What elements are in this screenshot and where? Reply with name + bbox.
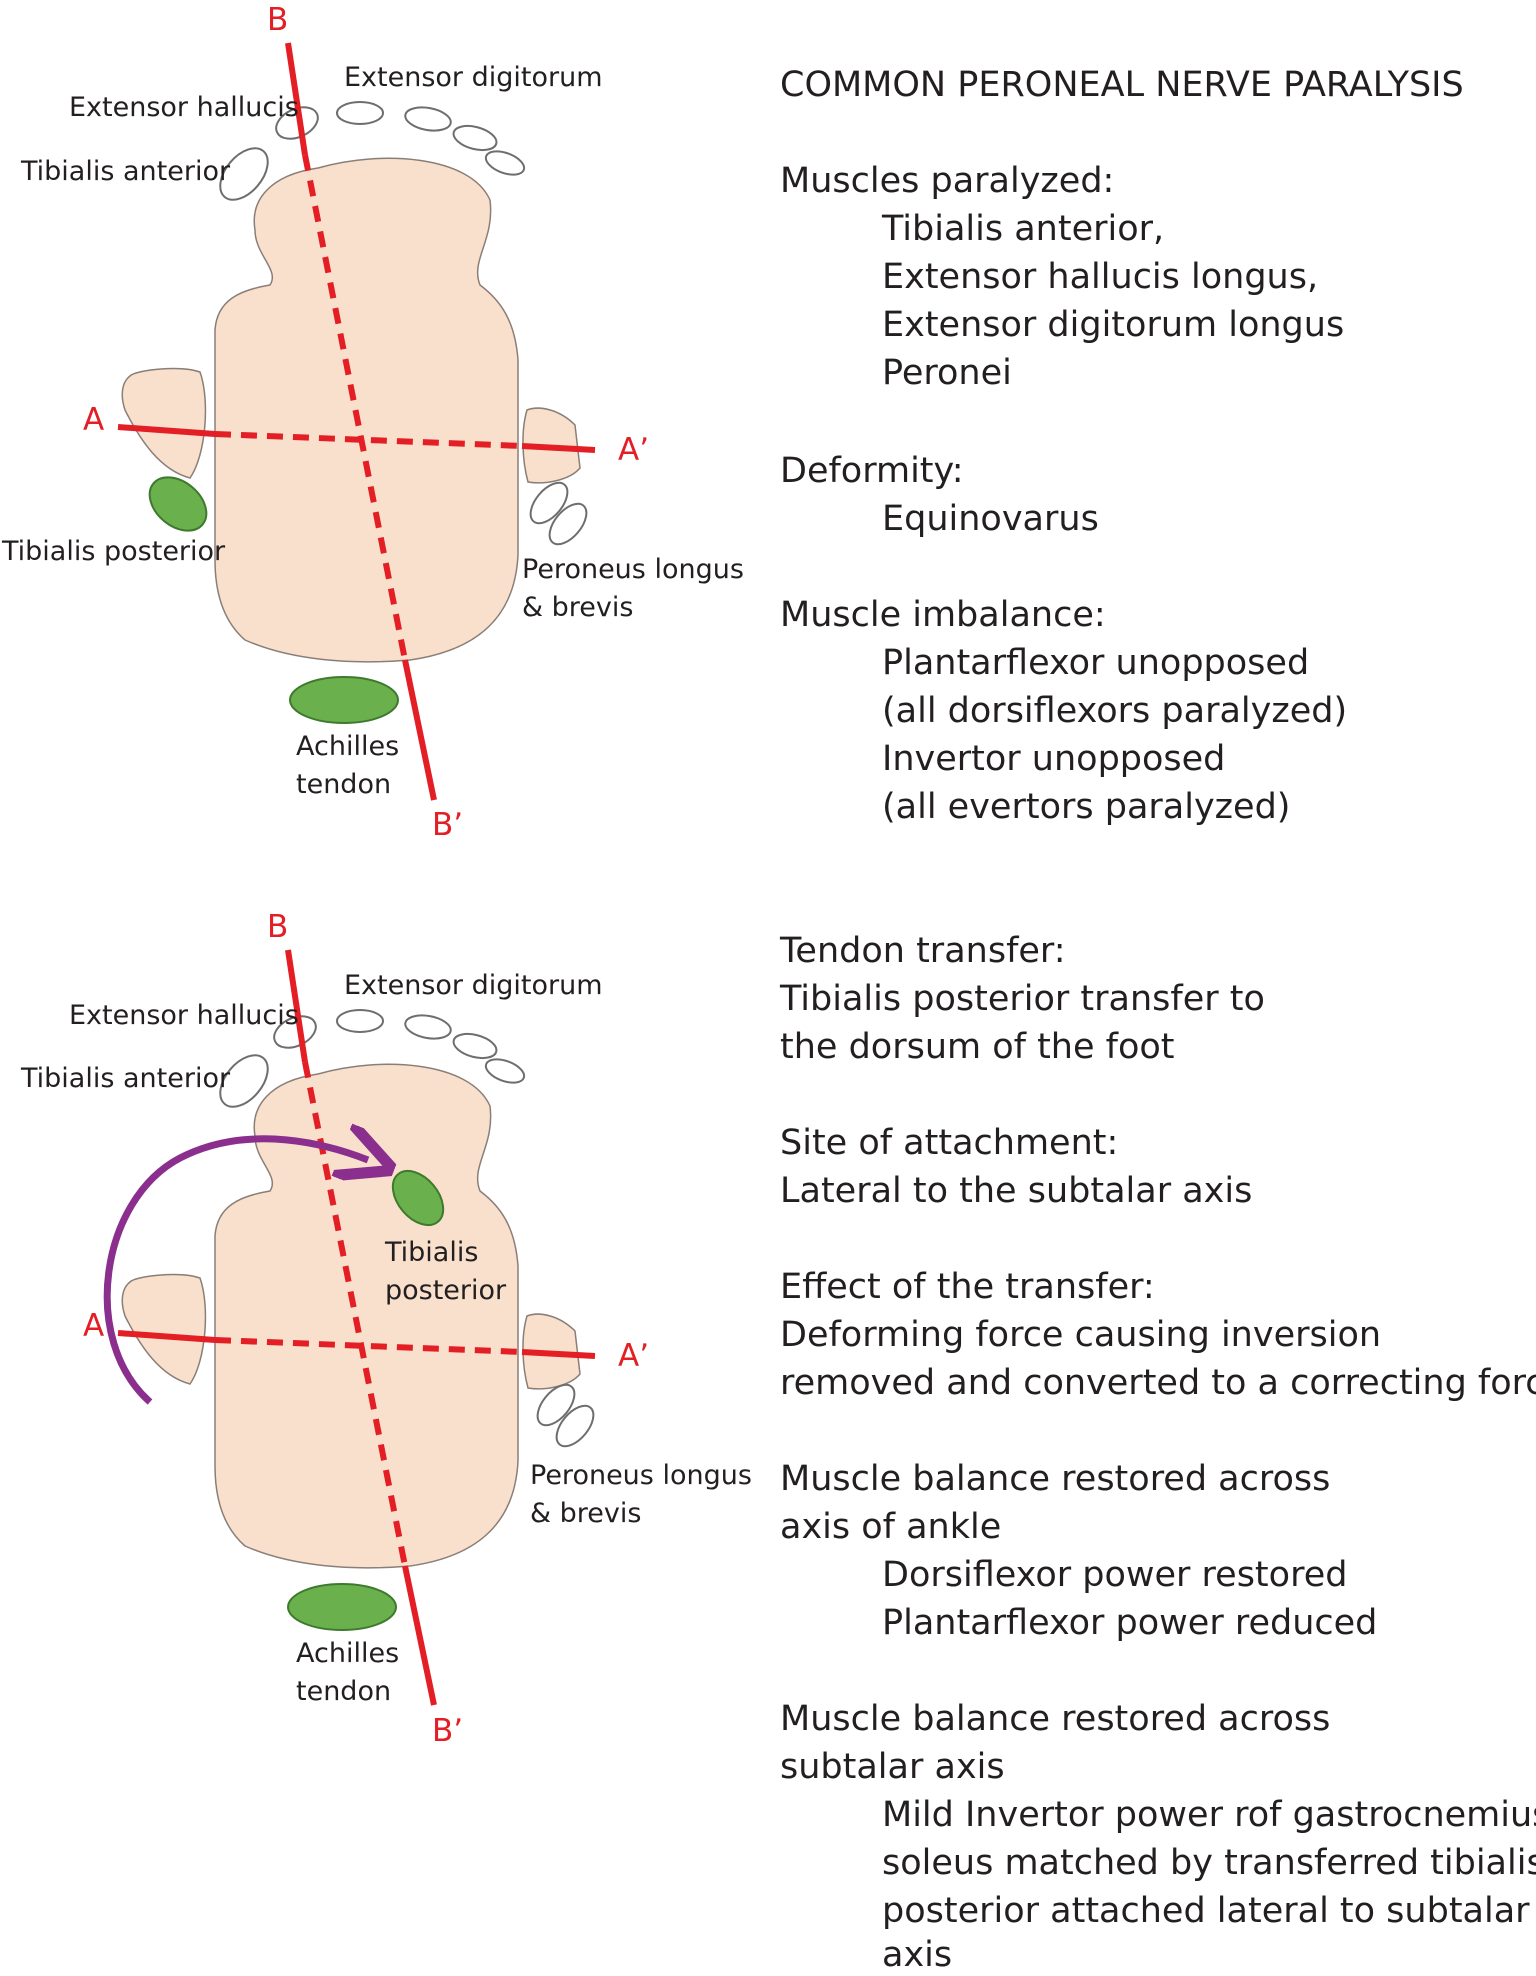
top-foot-cross-section: [121, 157, 581, 663]
axis-a-label: A: [83, 1308, 104, 1344]
achilles-label: Achilles: [296, 731, 399, 762]
axis-b-prime-label: B’: [432, 807, 463, 843]
transfer-line: Tibialis posterior transfer to: [779, 979, 1265, 1019]
extensor-hallucis-label: Extensor hallucis: [69, 92, 299, 123]
extensor-digitorum-tendon: [336, 101, 384, 125]
transfer-heading: Tendon transfer:: [779, 931, 1066, 971]
muscle-item: Peronei: [882, 353, 1012, 393]
subtalar-item: Mild Invertor power rof gastrocnemius-: [882, 1795, 1536, 1835]
medial-malleolus: [121, 1273, 207, 1385]
peroneus-brevis-tendon: [548, 502, 588, 546]
achilles-label: tendon: [296, 769, 391, 800]
subtalar-item: axis: [882, 1935, 952, 1975]
extensor-digitorum-tendon: [484, 150, 526, 176]
effect-line: Deforming force causing inversion: [780, 1315, 1381, 1355]
axis-a-label: A: [83, 402, 104, 438]
subtalar-item: soleus matched by transferred tibialis: [882, 1843, 1536, 1883]
transfer-arrow: [103, 1139, 368, 1405]
peroneus-longus-tendon: [529, 481, 569, 525]
effect-heading: Effect of the transfer:: [780, 1267, 1155, 1307]
tibialis-anterior-tendon: [219, 1054, 269, 1108]
achilles-tendon: [287, 1583, 397, 1631]
extensor-digitorum-tendon: [404, 1014, 452, 1040]
bottom-tendons: [219, 1009, 595, 1631]
muscle-item: Extensor digitorum longus: [882, 305, 1344, 345]
imbalance-item: Invertor unopposed: [882, 739, 1225, 779]
top-axes: [117, 42, 596, 801]
effect-line: removed and converted to a correcting fo…: [780, 1363, 1536, 1403]
tibialis-anterior-label: Tibialis anterior: [20, 156, 231, 187]
axis-a-line: [521, 443, 596, 453]
ankle-item: Dorsiflexor power restored: [882, 1555, 1347, 1595]
extensor-digitorum-tendon: [452, 124, 498, 152]
site-line: Lateral to the subtalar axis: [780, 1171, 1252, 1211]
extensor-digitorum-label: Extensor digitorum: [344, 970, 603, 1001]
muscle-item: Extensor hallucis longus,: [882, 257, 1318, 297]
bottom-description: Tendon transfer: Tibialis posterior tran…: [779, 931, 1536, 1975]
medial-malleolus: [121, 367, 207, 479]
tibialis-anterior-tendon: [219, 147, 269, 201]
muscles-heading: Muscles paralyzed:: [780, 161, 1114, 201]
axis-a-line: [117, 424, 216, 437]
peroneus-label: Peroneus longus: [530, 1460, 752, 1491]
imbalance-heading: Muscle imbalance:: [780, 595, 1106, 635]
subtalar-item: posterior attached lateral to subtalar: [882, 1891, 1530, 1931]
ankle-heading: axis of ankle: [780, 1507, 1001, 1547]
axis-b-line: [285, 949, 308, 1063]
tibialis-posterior-tendon: [148, 476, 208, 532]
transfer-line: the dorsum of the foot: [780, 1027, 1175, 1067]
axis-a-line: [521, 1349, 596, 1359]
axis-b-line: [302, 154, 408, 661]
axis-a-prime-label: A’: [618, 1338, 649, 1374]
leg-cross-section: [214, 1063, 519, 1569]
axis-b-line: [285, 42, 308, 156]
axis-b-prime-label: B’: [432, 1713, 463, 1749]
ankle-item: Plantarflexor power reduced: [882, 1603, 1377, 1643]
extensor-digitorum-label: Extensor digitorum: [344, 62, 603, 93]
bottom-panel: B B’ A A’ Extensor digitorum Extensor ha…: [20, 909, 1536, 1975]
bottom-labels: B B’ A A’ Extensor digitorum Extensor ha…: [20, 909, 752, 1749]
peroneus-label: Peroneus longus: [522, 554, 744, 585]
axis-b-label: B: [267, 2, 288, 38]
subtalar-heading: subtalar axis: [780, 1747, 1005, 1787]
tibialis-anterior-label: Tibialis anterior: [20, 1063, 231, 1094]
extensor-digitorum-tendon: [404, 106, 452, 132]
deformity-heading: Deformity:: [780, 451, 964, 491]
deformity-value: Equinovarus: [882, 499, 1099, 539]
top-panel: B B’ A A’ Extensor digitorum Extensor ha…: [1, 2, 1464, 843]
top-labels: B B’ A A’ Extensor digitorum Extensor ha…: [1, 2, 744, 843]
tibialis-posterior-label: posterior: [385, 1275, 507, 1306]
axis-b-line: [402, 659, 437, 801]
tibialis-posterior-label: Tibialis: [384, 1237, 478, 1268]
extensor-digitorum-tendon: [336, 1009, 384, 1033]
extensor-digitorum-tendon: [484, 1058, 526, 1084]
peroneus-label: & brevis: [522, 592, 633, 623]
ankle-heading: Muscle balance restored across: [780, 1459, 1330, 1499]
achilles-label: tendon: [296, 1676, 391, 1707]
leg-cross-section: [214, 157, 519, 663]
extensor-digitorum-tendon: [452, 1032, 498, 1060]
imbalance-item: Plantarflexor unopposed: [882, 643, 1309, 683]
top-description: COMMON PERONEAL NERVE PARALYSIS Muscles …: [780, 65, 1464, 827]
top-tendons: [148, 101, 588, 724]
axis-a-prime-label: A’: [618, 432, 649, 468]
extensor-hallucis-label: Extensor hallucis: [69, 1000, 299, 1031]
achilles-label: Achilles: [296, 1638, 399, 1669]
bottom-foot-cross-section: [121, 1063, 581, 1569]
imbalance-item: (all evertors paralyzed): [882, 787, 1290, 827]
muscle-item: Tibialis anterior,: [881, 209, 1164, 249]
imbalance-item: (all dorsiflexors paralyzed): [882, 691, 1347, 731]
axis-b-label: B: [267, 909, 288, 945]
achilles-tendon: [289, 676, 399, 724]
tibialis-posterior-label: Tibialis posterior: [1, 536, 226, 567]
page-title: COMMON PERONEAL NERVE PARALYSIS: [780, 65, 1464, 105]
peroneus-longus-tendon: [536, 1383, 576, 1427]
axis-b-line: [402, 1565, 437, 1706]
peroneus-label: & brevis: [530, 1498, 641, 1529]
peroneus-brevis-tendon: [555, 1404, 595, 1448]
axis-a-line: [117, 1330, 216, 1343]
subtalar-heading: Muscle balance restored across: [780, 1699, 1330, 1739]
site-heading: Site of attachment:: [780, 1123, 1118, 1163]
